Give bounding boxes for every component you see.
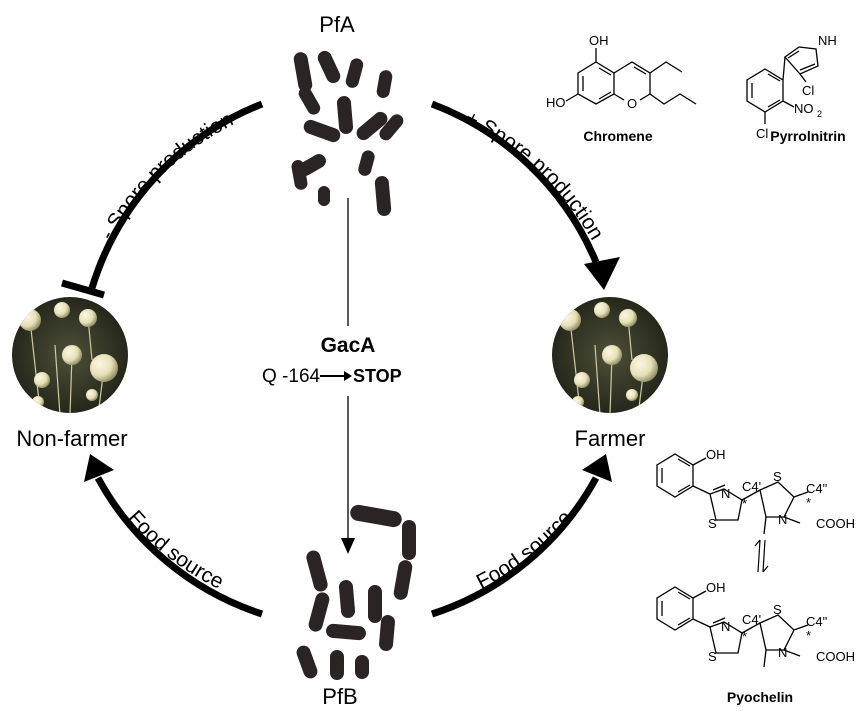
arrowhead-farmer-bottom [582,454,612,482]
gene-label: GacA [321,334,376,357]
pfa-cells [291,50,404,216]
svg-text:OH: OH [706,580,726,595]
inhibition-bar [61,279,105,299]
svg-text:*: * [742,629,747,644]
svg-text:2: 2 [817,109,822,119]
svg-text:C4': C4' [742,479,761,494]
svg-text:C4": C4" [806,614,828,629]
label-food-right: Food source [473,506,577,593]
svg-text:S: S [773,602,782,617]
label-nonfarmer: Non-farmer [16,426,127,451]
svg-text:S: S [708,516,717,531]
svg-text:NH: NH [818,33,837,48]
mutation-label: Q -164 STOP [262,366,402,387]
svg-text:Cl: Cl [756,126,768,141]
arrow-pfa-to-nonfarmer [88,100,264,290]
label-plus-spore: + Spore production [461,106,608,244]
svg-text:OH: OH [589,33,609,48]
svg-text:C4": C4" [806,481,828,496]
label-pfb: PfB [322,684,357,709]
compound-pyochelin: Pyochelin [727,689,793,705]
arrow-pfb-to-farmer [430,476,600,618]
svg-text:S: S [773,469,782,484]
equilibrium-arrows [754,539,769,573]
svg-text:NO: NO [794,101,814,116]
label-farmer: Farmer [575,426,646,451]
svg-text:C4': C4' [742,612,761,627]
svg-text:Cl: Cl [802,83,814,98]
colony-image-nonfarmer [12,297,128,413]
mutation-arrowhead [341,538,355,554]
compound-chromene: Chromene [583,128,652,144]
pfb-cells [296,504,416,680]
svg-text:O: O [627,96,637,111]
pyochelin-structure-2: OH N S C4' * S N C4" * COOH Pyochelin [656,580,855,705]
svg-text:COOH: COOH [816,516,855,531]
svg-text:OH: OH [706,447,726,462]
pyochelin-structure-1: OH N S C4' * S N C4" * COOH [656,447,855,535]
arrowhead-farmer-top [584,257,620,290]
svg-text:HO: HO [546,95,566,110]
arrowhead-nonfarmer-bottom [84,454,114,482]
svg-text:N: N [721,486,730,501]
svg-text:*: * [742,496,747,511]
svg-text:STOP: STOP [353,366,402,386]
svg-text:*: * [806,495,811,510]
chromene-structure: OH HO O Chromene [546,33,697,144]
colony-image-farmer [552,297,668,413]
svg-text:N: N [778,512,787,527]
svg-text:*: * [806,628,811,643]
label-minus-spore: - Spore production [96,108,237,244]
svg-text:S: S [708,649,717,664]
label-pfa: PfA [319,12,355,37]
pyrrolnitrin-structure: NH Cl Cl NO 2 Pyrrolnitrin [746,33,846,144]
svg-text:Q -164: Q -164 [262,366,321,387]
svg-text:COOH: COOH [816,649,855,664]
compound-pyrrolnitrin: Pyrrolnitrin [770,128,845,144]
label-food-left: Food source [123,506,227,593]
cycle-arrows [61,100,620,618]
svg-text:N: N [721,619,730,634]
arrow-pfa-to-farmer [430,100,600,264]
svg-text:N: N [778,645,787,660]
arrow-pfb-to-nonfarmer [94,476,264,618]
